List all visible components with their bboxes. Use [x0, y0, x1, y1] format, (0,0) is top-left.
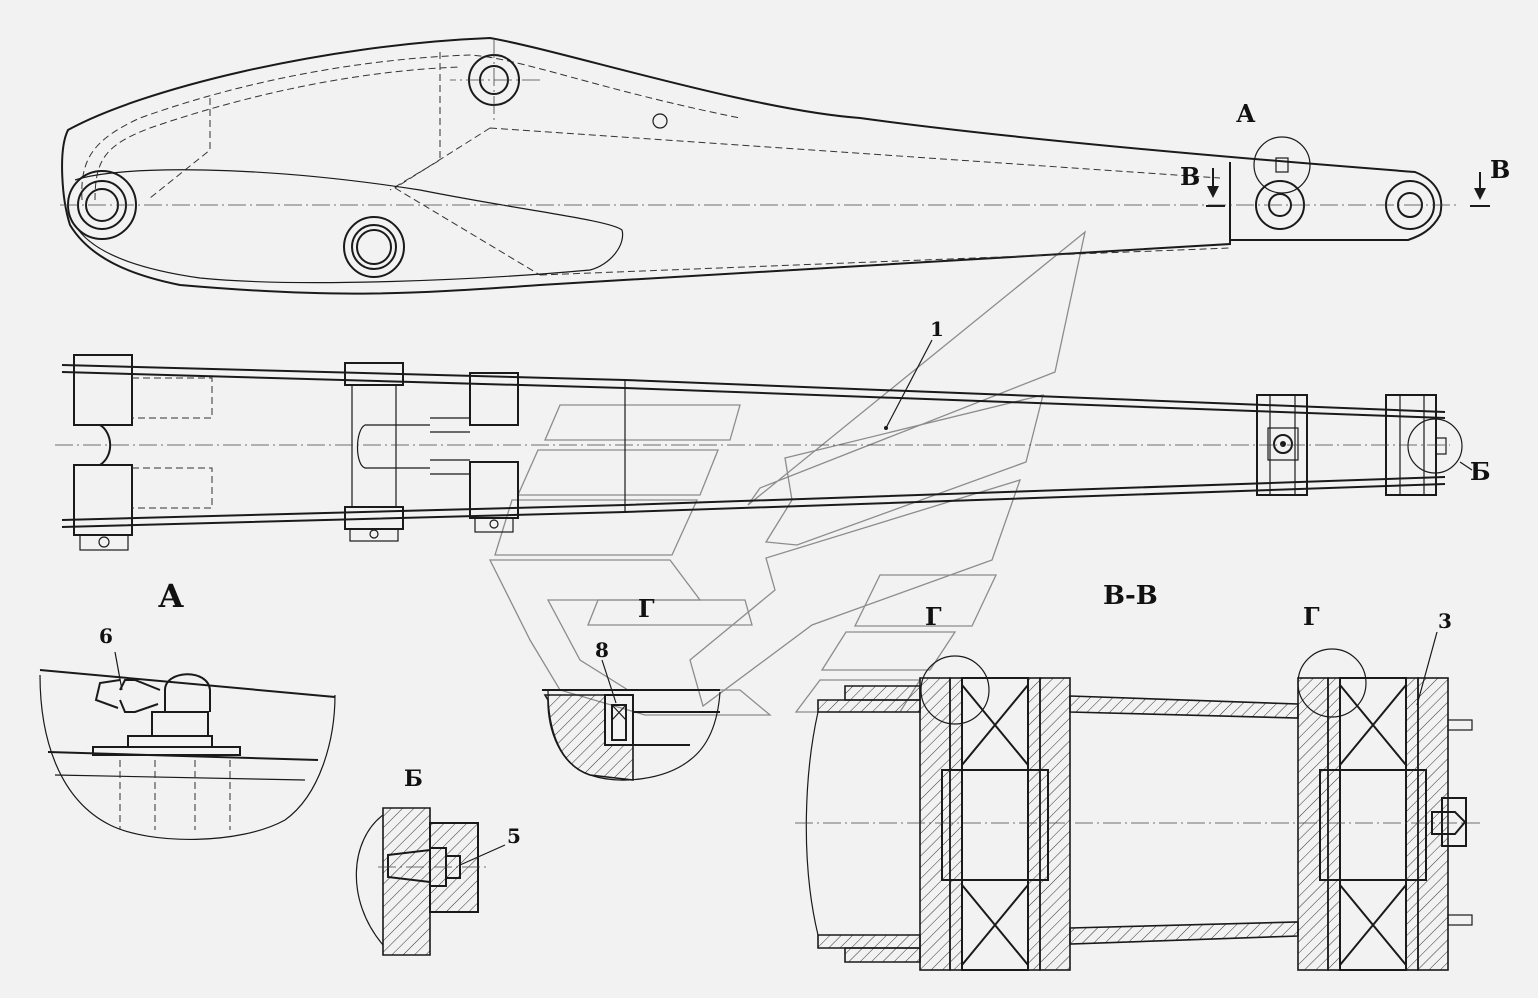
- view-b-title: Б: [404, 766, 423, 792]
- part-5-label: 5: [507, 824, 521, 848]
- part-1-label: 1: [930, 317, 944, 341]
- detail-b: [355, 807, 506, 956]
- arm-side-view: [60, 36, 1490, 295]
- detail-g: [542, 659, 721, 781]
- labels: А В В Б 1 А 6 Б 5 Г 8 В-В Г Г 3: [99, 99, 1510, 848]
- g-mark-right: Г: [1303, 602, 1320, 631]
- detail-b-mark: Б: [1470, 457, 1491, 486]
- view-g-title: Г: [638, 594, 655, 623]
- detail-a: [39, 651, 336, 840]
- part-6-label: 6: [99, 624, 113, 648]
- section-b-left-mark: В: [1180, 162, 1200, 191]
- view-a-title: А: [158, 577, 184, 615]
- part-8-label: 8: [595, 638, 609, 662]
- section-b-right-mark: В: [1490, 155, 1510, 184]
- part-3-label: 3: [1438, 609, 1452, 633]
- watermark-logo: [488, 230, 1087, 716]
- arm-plan-view: [55, 339, 1473, 551]
- g-mark-left: Г: [925, 602, 942, 631]
- detail-a-mark: А: [1236, 99, 1256, 128]
- section-v-v: [795, 631, 1480, 971]
- section-title: В-В: [1103, 581, 1158, 611]
